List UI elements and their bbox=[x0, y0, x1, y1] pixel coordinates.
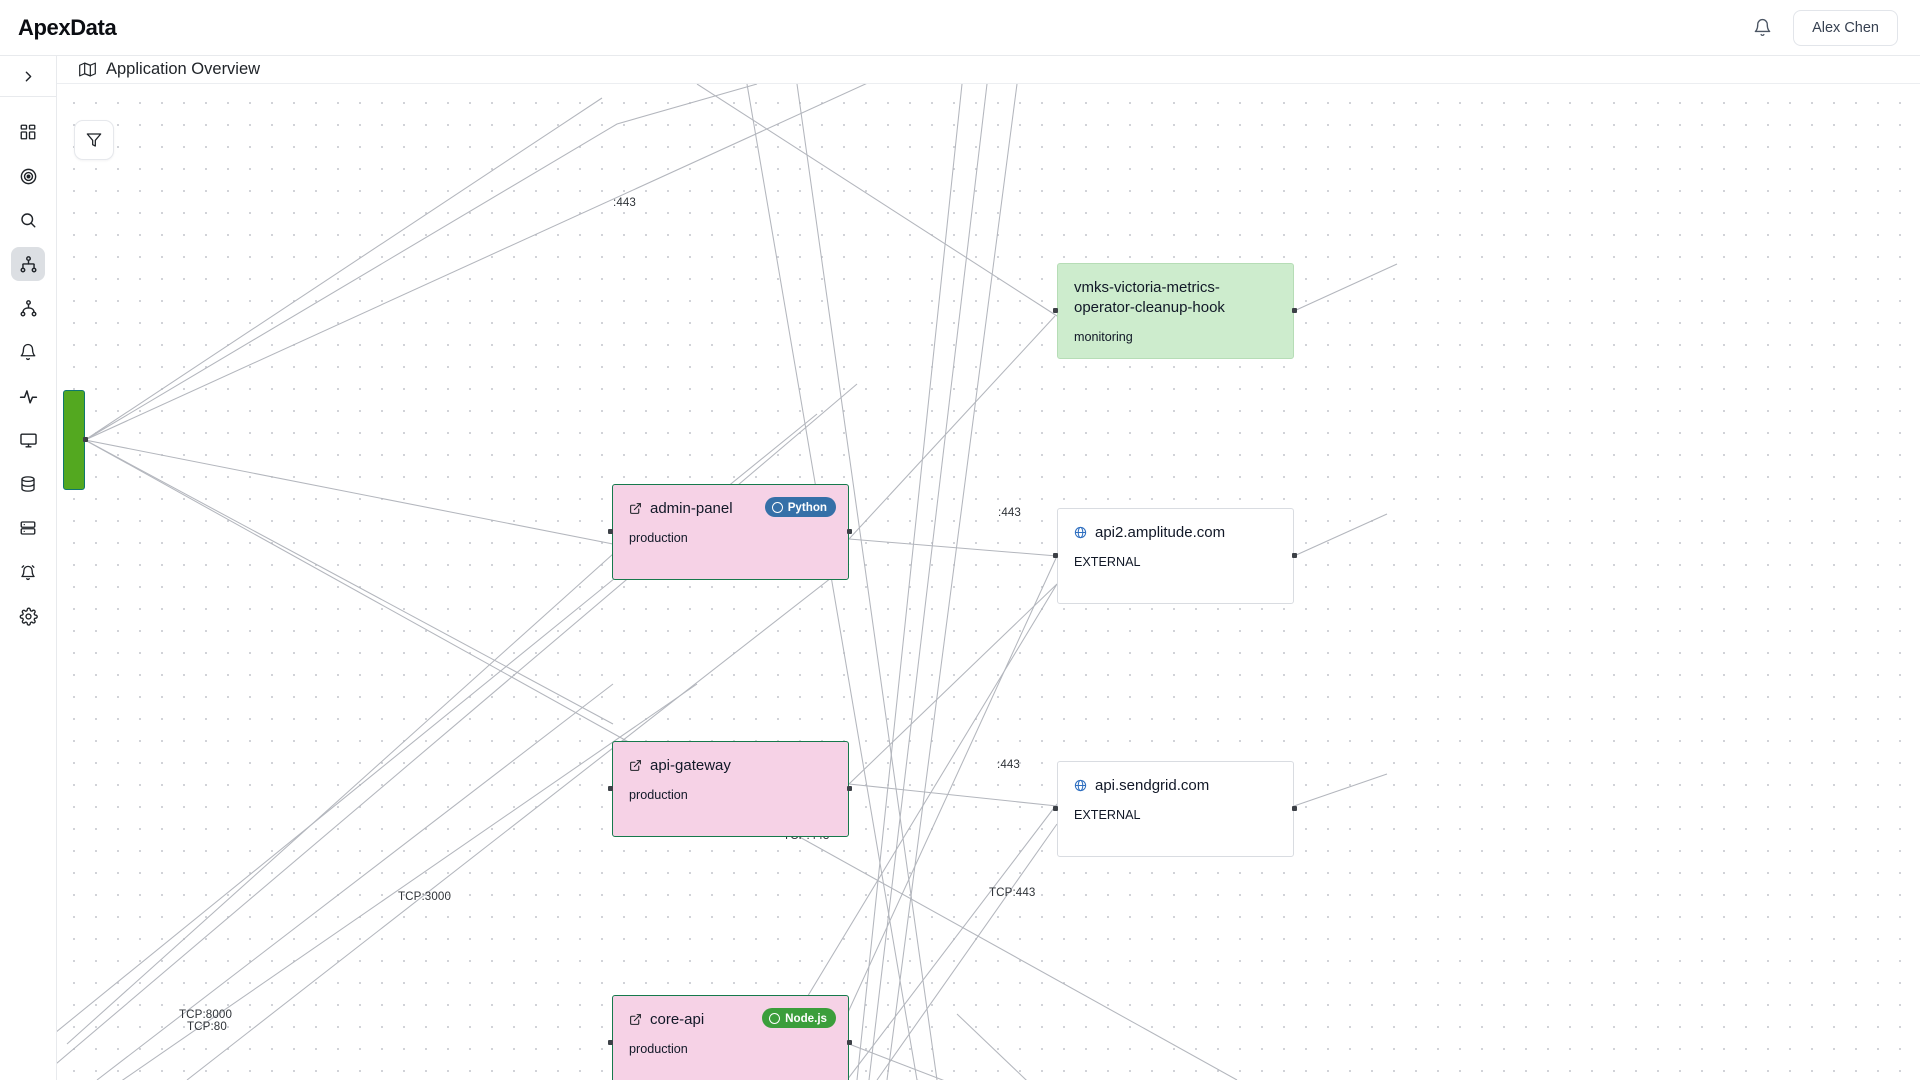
map-icon bbox=[79, 62, 96, 77]
port-vmks-left bbox=[1053, 308, 1058, 313]
port-sendgrid-left bbox=[1053, 806, 1058, 811]
edge-label: :443 bbox=[613, 196, 636, 209]
filter-button[interactable] bbox=[74, 120, 114, 160]
edge-label: TCP:8000 bbox=[179, 1008, 233, 1021]
alert-bell-icon bbox=[21, 565, 35, 581]
server-icon bbox=[20, 521, 36, 535]
port-vmks-right bbox=[1292, 308, 1297, 313]
port-api-gateway-right bbox=[847, 786, 852, 791]
search-icon bbox=[21, 213, 36, 228]
globe-icon bbox=[1074, 780, 1087, 792]
node-title: api2.amplitude.com bbox=[1074, 523, 1277, 543]
node-label: core-api bbox=[650, 1011, 705, 1028]
target-icon bbox=[20, 168, 36, 184]
node-title: core-api bbox=[629, 1010, 832, 1030]
filter-funnel-icon bbox=[86, 133, 102, 147]
python-logo-icon bbox=[771, 501, 783, 513]
sidebar-item-activity[interactable] bbox=[11, 379, 45, 413]
sidebar-item-search[interactable] bbox=[11, 203, 45, 237]
node-subtitle: production bbox=[629, 1041, 688, 1056]
top-bar-actions: Alex Chen bbox=[1745, 9, 1898, 46]
database-icon bbox=[21, 476, 35, 492]
external-link-icon bbox=[630, 503, 641, 515]
port-sendgrid-right bbox=[1292, 806, 1297, 811]
node-subtitle: production bbox=[629, 530, 688, 545]
port-core-api-left bbox=[608, 1040, 613, 1045]
breadcrumb: Application Overview bbox=[79, 60, 260, 79]
activity-pulse-icon bbox=[19, 389, 37, 404]
port-admin-panel-right bbox=[847, 529, 852, 534]
node-api-sendgrid[interactable]: api.sendgrid.com EXTERNAL bbox=[1057, 761, 1294, 857]
sidebar-item-topology[interactable] bbox=[11, 247, 45, 281]
page-header-strip: Application Overview bbox=[57, 56, 1920, 84]
sidebar-item-alerts[interactable] bbox=[11, 555, 45, 589]
dashboard-grid-icon bbox=[20, 124, 36, 140]
topology-canvas[interactable]: vmks-victoria-metrics-operator-cleanup-h… bbox=[57, 84, 1920, 1080]
chevron-right-icon bbox=[25, 71, 31, 81]
node-title: vmks-victoria-metrics-operator-cleanup-h… bbox=[1074, 278, 1277, 318]
language-badge-python: Python bbox=[764, 497, 836, 517]
app-brand: ApexData bbox=[18, 14, 117, 40]
port-amplitude-right bbox=[1292, 553, 1297, 558]
port-green-bar-right bbox=[83, 437, 88, 442]
language-badge-nodejs: Node.js bbox=[762, 1008, 836, 1028]
service-map-icon bbox=[20, 299, 36, 316]
badge-label: Python bbox=[787, 500, 827, 514]
node-label: admin-panel bbox=[650, 500, 733, 517]
edge-label: :443 bbox=[997, 758, 1020, 771]
node-api2-amplitude[interactable]: api2.amplitude.com EXTERNAL bbox=[1057, 508, 1294, 604]
node-subtitle: EXTERNAL bbox=[1074, 554, 1141, 569]
node-api-gateway[interactable]: api-gateway production bbox=[612, 741, 849, 837]
badge-label: Node.js bbox=[785, 1011, 827, 1025]
sidebar-item-dashboard[interactable] bbox=[11, 115, 45, 149]
nav-items bbox=[11, 97, 45, 643]
node-title: admin-panel bbox=[629, 499, 832, 519]
node-label: vmks-victoria-metrics-operator-cleanup-h… bbox=[1074, 279, 1225, 316]
node-label: api.sendgrid.com bbox=[1095, 777, 1210, 794]
monitor-icon bbox=[19, 432, 37, 448]
node-subtitle: production bbox=[629, 787, 688, 802]
node-title: api-gateway bbox=[629, 756, 832, 776]
edge-label: TCP:80 bbox=[187, 1020, 227, 1033]
port-amplitude-left bbox=[1053, 553, 1058, 558]
node-label: api-gateway bbox=[650, 757, 731, 774]
sidebar-item-monitors[interactable] bbox=[11, 423, 45, 457]
port-api-gateway-left bbox=[608, 786, 613, 791]
globe-icon bbox=[1074, 527, 1087, 539]
top-bar: ApexData Alex Chen bbox=[0, 0, 1920, 56]
port-admin-panel-left bbox=[608, 529, 613, 534]
bell-icon bbox=[20, 343, 36, 361]
sidebar-expand-button[interactable] bbox=[0, 56, 57, 97]
sidebar-item-settings[interactable] bbox=[11, 599, 45, 633]
notifications-button[interactable] bbox=[1745, 11, 1779, 45]
node-core-api[interactable]: core-api production Node.js bbox=[612, 995, 849, 1080]
node-subtitle: monitoring bbox=[1074, 329, 1133, 344]
topology-icon bbox=[20, 255, 36, 272]
user-name: Alex Chen bbox=[1812, 19, 1879, 36]
page-title: Application Overview bbox=[106, 60, 261, 78]
port-core-api-right bbox=[847, 1040, 852, 1045]
sidebar-item-database[interactable] bbox=[11, 467, 45, 501]
edge-label: TCP:3000 bbox=[398, 890, 452, 903]
edge-label: TCP:443 bbox=[989, 886, 1036, 899]
nodejs-logo-icon bbox=[769, 1012, 781, 1024]
sidebar-item-service-map[interactable] bbox=[11, 291, 45, 325]
sidebar-item-servers[interactable] bbox=[11, 511, 45, 545]
node-admin-panel[interactable]: admin-panel production Python bbox=[612, 484, 849, 580]
left-nav-rail bbox=[0, 56, 57, 1080]
node-title: api.sendgrid.com bbox=[1074, 776, 1277, 796]
external-link-icon bbox=[630, 760, 641, 772]
edge-label: :443 bbox=[998, 506, 1021, 519]
node-label: api2.amplitude.com bbox=[1095, 524, 1226, 541]
bell-icon bbox=[1754, 18, 1770, 37]
node-vmks-cleanup-hook[interactable]: vmks-victoria-metrics-operator-cleanup-h… bbox=[1057, 263, 1294, 359]
user-menu-button[interactable]: Alex Chen bbox=[1793, 9, 1898, 46]
topology-edges bbox=[57, 84, 1398, 1080]
sidebar-item-notifications[interactable] bbox=[11, 335, 45, 369]
gear-icon bbox=[19, 607, 38, 626]
sidebar-item-objectives[interactable] bbox=[11, 159, 45, 193]
external-link-icon bbox=[630, 1014, 641, 1026]
node-subtitle: EXTERNAL bbox=[1074, 807, 1141, 822]
node-green-bar[interactable] bbox=[63, 390, 85, 490]
